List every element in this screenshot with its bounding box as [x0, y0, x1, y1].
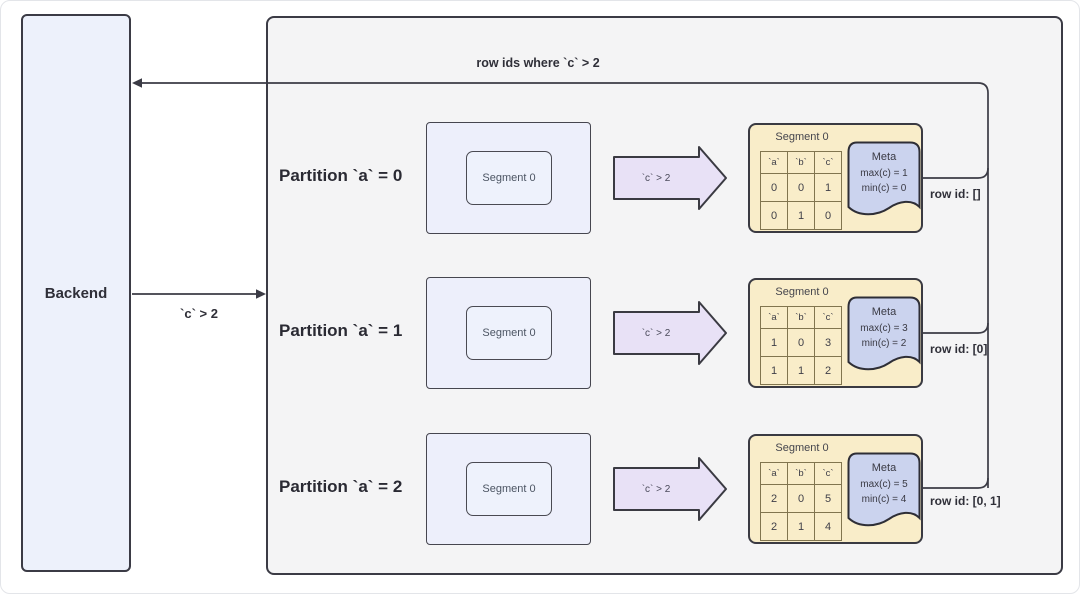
table-row: 1 1 2 [760, 356, 842, 385]
segment-box-0: Segment 0 [466, 151, 552, 205]
col-header: `c` [814, 462, 842, 485]
segment-table: `a` `b` `c` 2 0 5 2 1 4 [760, 462, 842, 541]
cell: 3 [814, 328, 842, 357]
meta-max: max(c) = 3 [860, 323, 908, 334]
meta-min: min(c) = 2 [861, 338, 907, 349]
table-row: 0 0 1 [760, 173, 842, 202]
backend-label: Backend [44, 284, 108, 302]
segment-box-label: Segment 0 [482, 172, 536, 184]
cell: 0 [814, 201, 842, 230]
table-row: 0 1 0 [760, 201, 842, 230]
filter-arrow-1: `c` > 2 [613, 301, 728, 365]
cell: 0 [787, 328, 815, 357]
cell: 0 [787, 173, 815, 202]
request-label: `c` > 2 [180, 306, 218, 321]
segment-box-label: Segment 0 [482, 327, 536, 339]
segment-card-2: Segment 0 `a` `b` `c` 2 0 5 2 1 4 [748, 434, 923, 544]
meta-title: Meta [871, 151, 897, 163]
cell: 1 [760, 356, 788, 385]
segment-card-title: Segment 0 [775, 286, 829, 298]
meta-content: Meta max(c) = 1 min(c) = 0 [847, 151, 921, 196]
cell: 1 [787, 512, 815, 541]
cell: 4 [814, 512, 842, 541]
meta-content: Meta max(c) = 5 min(c) = 4 [847, 462, 921, 507]
col-header: `a` [760, 151, 788, 174]
filter-label: `c` > 2 [641, 327, 671, 339]
col-header: `c` [814, 306, 842, 329]
segment-box-1: Segment 0 [466, 306, 552, 360]
meta-title: Meta [871, 306, 897, 318]
table-row: 2 1 4 [760, 512, 842, 541]
cell: 1 [787, 356, 815, 385]
cell: 0 [760, 201, 788, 230]
cell: 2 [760, 512, 788, 541]
arrow-shape-icon [613, 301, 727, 365]
meta-title: Meta [871, 462, 897, 474]
filter-label: `c` > 2 [641, 483, 671, 495]
filter-label: `c` > 2 [641, 172, 671, 184]
partition-label-0: Partition `a` = 0 [279, 166, 403, 185]
meta-max: max(c) = 1 [860, 168, 908, 179]
meta-note-1: Meta max(c) = 3 min(c) = 2 [847, 296, 921, 380]
meta-min: min(c) = 4 [861, 494, 907, 505]
meta-note-0: Meta max(c) = 1 min(c) = 0 [847, 141, 921, 225]
segment-card-title: Segment 0 [775, 442, 829, 454]
cell: 2 [760, 484, 788, 513]
cell: 1 [760, 328, 788, 357]
backend-node: Backend [21, 14, 131, 572]
segment-box-2: Segment 0 [466, 462, 552, 516]
meta-max: max(c) = 5 [860, 479, 908, 490]
cell: 1 [814, 173, 842, 202]
meta-content: Meta max(c) = 3 min(c) = 2 [847, 306, 921, 351]
note-shape-icon [847, 296, 921, 371]
return-arrowhead [132, 78, 142, 88]
col-header: `c` [814, 151, 842, 174]
cell: 0 [760, 173, 788, 202]
partition-label-2: Partition `a` = 2 [279, 477, 403, 496]
segment-table: `a` `b` `c` 0 0 1 0 1 0 [760, 151, 842, 230]
segment-card-title: Segment 0 [775, 131, 829, 143]
response-label: row ids where `c` > 2 [476, 56, 600, 70]
col-header: `b` [787, 462, 815, 485]
cell: 0 [787, 484, 815, 513]
note-shape-icon [847, 141, 921, 216]
segment-card-1: Segment 0 `a` `b` `c` 1 0 3 1 1 2 [748, 278, 923, 388]
arrow-shape-icon [613, 457, 727, 521]
cell: 1 [787, 201, 815, 230]
meta-min: min(c) = 0 [861, 183, 907, 194]
col-header: `b` [787, 151, 815, 174]
filter-arrow-0: `c` > 2 [613, 146, 728, 210]
filter-arrow-2: `c` > 2 [613, 457, 728, 521]
table-row: 2 0 5 [760, 484, 842, 513]
segment-card-0: Segment 0 `a` `b` `c` 0 0 1 0 1 0 [748, 123, 923, 233]
segment-box-label: Segment 0 [482, 483, 536, 495]
col-header: `a` [760, 306, 788, 329]
row-id-label-0: row id: [] [930, 187, 981, 201]
col-header: `a` [760, 462, 788, 485]
cell: 2 [814, 356, 842, 385]
row-id-label-2: row id: [0, 1] [930, 494, 1001, 508]
row-id-label-1: row id: [0] [930, 342, 988, 356]
segment-table: `a` `b` `c` 1 0 3 1 1 2 [760, 306, 842, 385]
request-arrowhead [256, 289, 266, 299]
meta-note-2: Meta max(c) = 5 min(c) = 4 [847, 452, 921, 536]
table-row: 1 0 3 [760, 328, 842, 357]
partition-label-1: Partition `a` = 1 [279, 321, 403, 340]
arrow-shape-icon [613, 146, 727, 210]
cell: 5 [814, 484, 842, 513]
col-header: `b` [787, 306, 815, 329]
note-shape-icon [847, 452, 921, 527]
